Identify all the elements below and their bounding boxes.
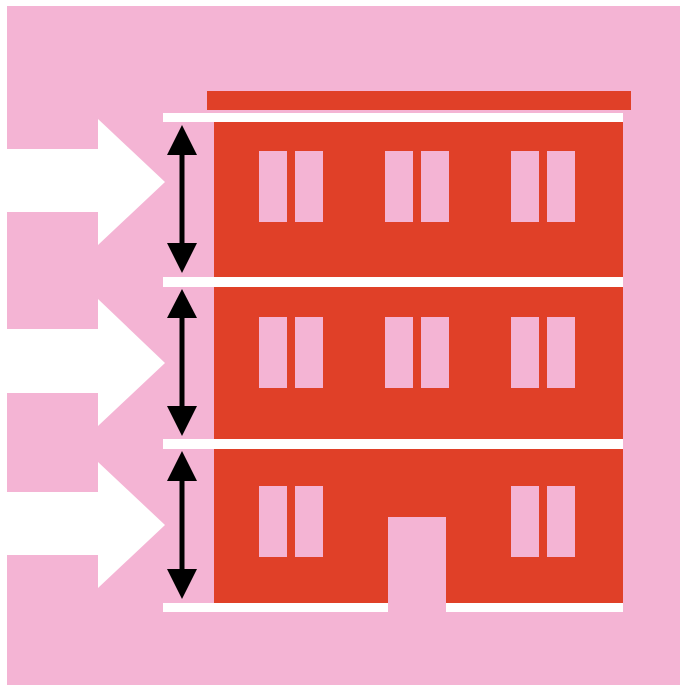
window-pane — [295, 486, 323, 557]
window-pane — [295, 317, 323, 388]
window-pane — [547, 151, 575, 222]
window-pane — [421, 151, 449, 222]
window-pane — [511, 151, 539, 222]
window-pane — [259, 486, 287, 557]
roof-cap — [207, 91, 631, 110]
window-pane — [259, 151, 287, 222]
floor-line-ground-right — [446, 603, 623, 612]
floor-line-top — [163, 113, 623, 122]
floor-line-3-2 — [163, 277, 623, 287]
window-pane — [547, 317, 575, 388]
window-pane — [511, 486, 539, 557]
floor-line-ground-left — [163, 603, 388, 612]
window-pane — [511, 317, 539, 388]
window-pane — [421, 317, 449, 388]
floor-line-2-1 — [163, 439, 623, 449]
window-pane — [547, 486, 575, 557]
window-pane — [385, 317, 413, 388]
window-pane — [259, 317, 287, 388]
window-pane — [295, 151, 323, 222]
entrance-door — [388, 517, 446, 612]
window-pane — [385, 151, 413, 222]
